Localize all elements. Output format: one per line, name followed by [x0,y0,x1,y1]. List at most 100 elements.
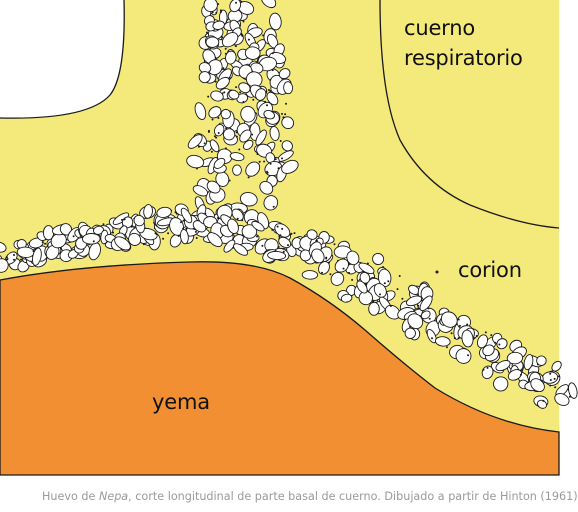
pore-dot [207,95,210,98]
pore-pebble [215,76,230,90]
pore-pebble [229,152,245,162]
pore-dot [446,346,448,349]
pore-dot [224,147,227,150]
pore-dot [72,235,75,238]
pore-dot [180,221,182,224]
pore-dot [329,273,332,276]
pore-pebble [372,252,385,266]
pore-dot [41,241,44,244]
pore-pebble [213,157,226,169]
pore-pebble [274,223,291,238]
pore-dot [484,331,487,334]
pore-pebble [281,140,293,152]
pore-pebble [481,365,494,380]
pore-dot [281,227,284,230]
figure-caption: Huevo de Nepa, corte longitudinal de par… [42,490,578,503]
pore-dot [266,171,269,174]
pore-pebble [266,91,279,106]
pore-pebble [239,191,258,207]
pore-dot [284,113,287,116]
pore-pebble [0,241,7,253]
pore-dot [383,282,386,285]
pore-dot [398,275,401,277]
pore-pebble [281,159,299,174]
pore-dot [276,225,279,228]
label-chorion: corion [458,258,522,282]
pore-dot [557,375,560,378]
pore-pebble [192,185,209,197]
pore-dot [252,98,255,101]
pore-pebble [203,0,218,13]
pore-pebble [368,301,380,316]
pore-pebble [133,214,145,227]
pore-dot [247,176,250,179]
pore-dot [242,100,245,103]
pore-dot [351,278,354,281]
pore-dot [13,258,15,261]
pore-pebble [255,88,267,101]
pore-dot [428,317,431,320]
pore-dot [417,307,420,310]
pore-dot [274,158,277,161]
pore-pebble [306,229,318,240]
pore-dot [235,1,237,4]
pore-pebble [530,378,545,392]
pore-dot [542,399,545,402]
pore-dot [215,136,218,139]
pore-dot [44,242,47,245]
pore-dot [290,232,293,235]
pore-dot [490,334,493,337]
label-horn-line1: cuerno [404,16,475,40]
pore-pebble [228,89,240,100]
pore-dot [271,52,274,55]
pore-dot [482,368,485,371]
pore-pebble [493,376,509,392]
pore-dot [207,130,210,133]
pore-dot [123,218,126,221]
pore-dot [241,219,244,222]
pore-pebble [206,180,221,194]
pore-dot [467,354,469,357]
pore-pebble [378,268,392,288]
label-yolk: yema [152,390,210,414]
pore-dot [553,377,556,380]
pore-dot [396,288,399,291]
pore-dot [272,205,275,208]
pore-dot [5,256,8,259]
caption-suffix: , corte longitudinal de parte basal de c… [128,490,578,503]
pore-dot [196,167,198,170]
pore-pebble [187,134,203,149]
pore-pebble [238,82,251,94]
pore-dot [251,133,254,136]
pore-pebble [318,261,330,275]
pore-dot [379,293,381,296]
pore-dot [238,148,241,151]
pore-dot [457,318,460,321]
pore-pebble [311,248,325,264]
pore-dot [401,297,404,300]
pore-pebble [225,50,237,65]
pore-dot [155,233,158,235]
pore-pebble [495,360,511,372]
pore-dot [277,167,280,170]
pore-dot [266,104,268,107]
pore-pebble [269,12,282,31]
pore-dot [287,244,289,247]
pore-dot [263,160,266,163]
pore-pebble [229,0,242,13]
pore-dot [221,36,224,39]
pore-pebble [143,204,153,219]
pore-pebble [359,271,371,284]
pore-dot [389,305,392,307]
pore-dot [279,140,282,142]
pore-pebble [507,369,522,381]
pore-dot [211,118,214,121]
pore-pebble [0,258,9,273]
pore-pebble [244,46,261,60]
pore-dot [213,135,216,138]
pore-pebble [568,382,578,399]
pore-pebble [255,129,267,146]
pore-pebble [194,102,207,120]
pore-dot [234,45,237,48]
pore-dot [210,150,213,153]
